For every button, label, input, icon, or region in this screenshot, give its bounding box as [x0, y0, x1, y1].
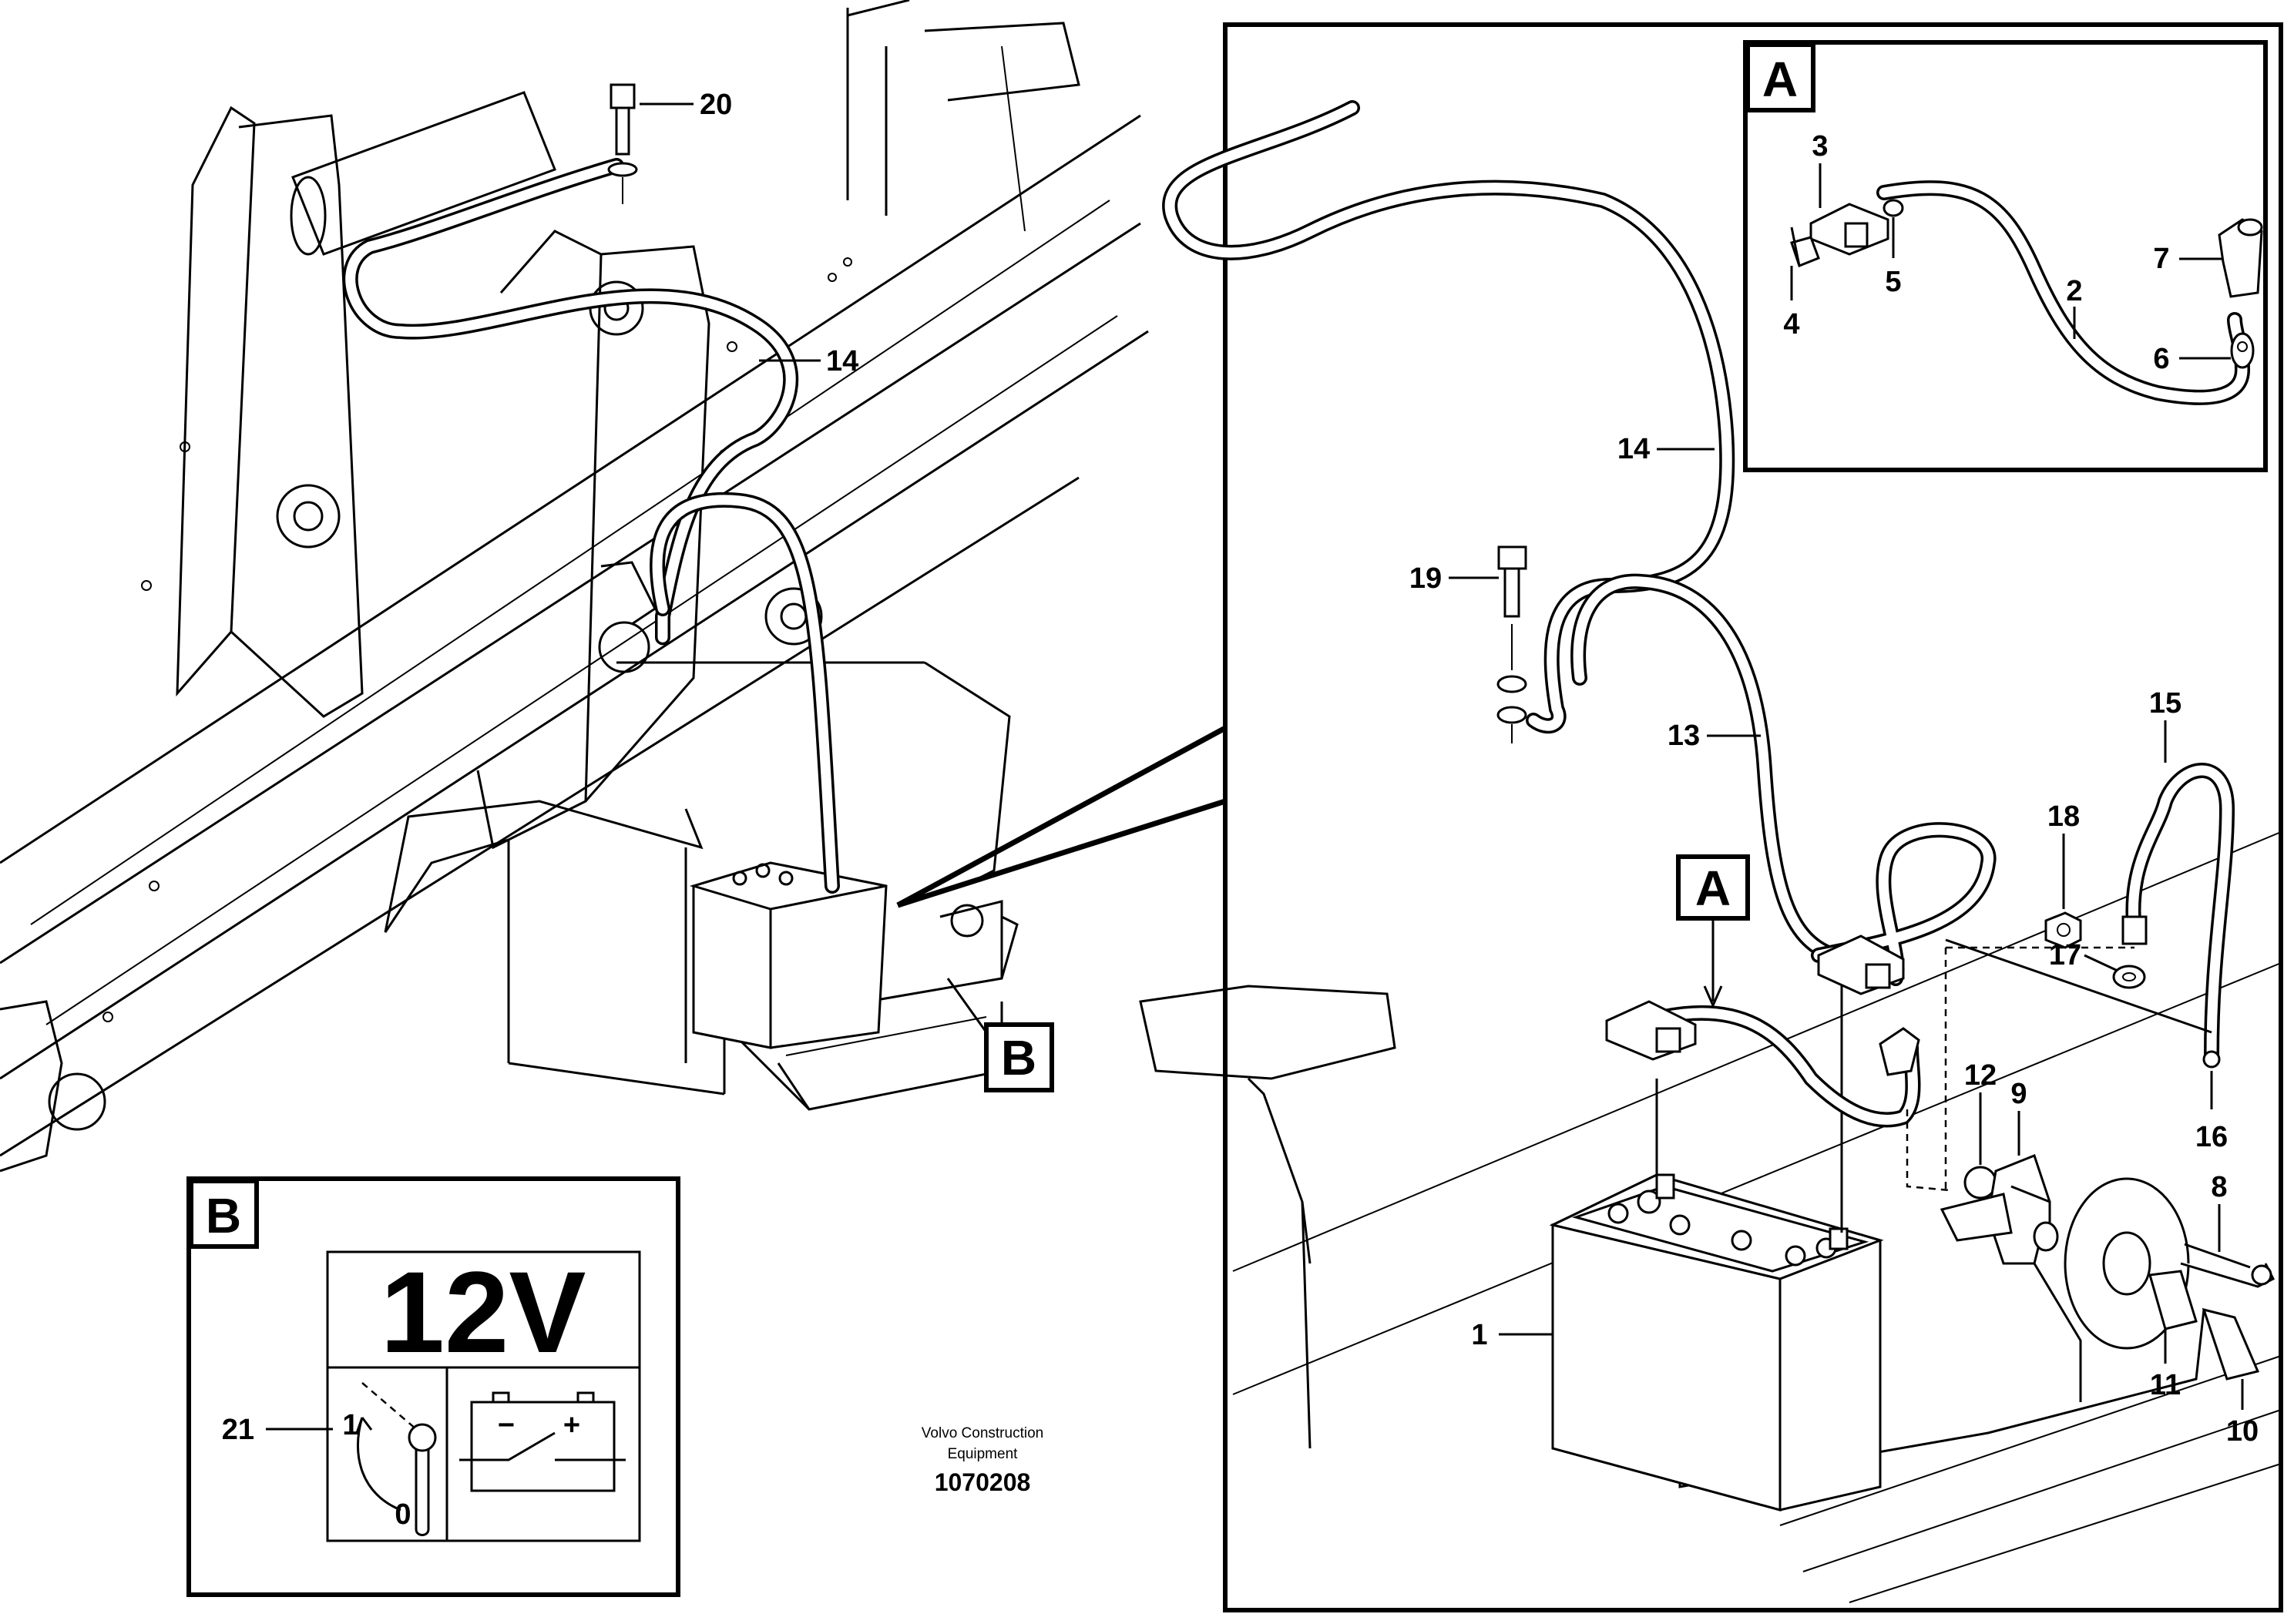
- detail-a-inset-label: A: [1762, 52, 1798, 107]
- brand-line-2: Equipment: [948, 1446, 1019, 1462]
- detail-a-inset: A 3 4 5 2 7: [1743, 40, 2268, 472]
- callout-17-label: 17: [2049, 939, 2081, 971]
- voltage-decal: 12V 1 0 − +: [326, 1247, 641, 1542]
- callout-8-label: 8: [2211, 1171, 2227, 1203]
- battery-disconnect-icon: − +: [459, 1391, 626, 1492]
- detail-frame: [1223, 22, 2283, 1612]
- cable-14-overview: [342, 83, 840, 894]
- brand-line-1: Volvo Construction: [922, 1425, 1043, 1441]
- callout-14-right: 14: [1617, 433, 1715, 465]
- zoom-line-lower: [896, 798, 1227, 908]
- callout-13-label: 13: [1668, 720, 1700, 752]
- document-number: 1070208: [935, 1468, 1031, 1496]
- callout-2: 2: [2066, 275, 2083, 339]
- callout-3-label: 3: [1812, 130, 1828, 163]
- plus-label: +: [563, 1409, 580, 1441]
- detail-a-pointer: A: [1676, 854, 1750, 1008]
- callout-21: 21: [222, 1414, 333, 1446]
- callout-1: 1: [1471, 1319, 1553, 1351]
- callout-18-label: 18: [2047, 800, 2080, 833]
- minus-label: −: [498, 1409, 515, 1441]
- callout-16-label: 16: [2195, 1121, 2228, 1153]
- callout-20-label: 20: [700, 89, 732, 121]
- callout-1-label: 1: [1471, 1319, 1487, 1351]
- detail-b-inset: B 12V 1 0 − +: [186, 1176, 680, 1597]
- callout-7: 7: [2153, 243, 2223, 275]
- detail-a-pointer-label: A: [1695, 861, 1731, 916]
- callout-9: 9: [2010, 1078, 2027, 1156]
- callout-21-label: 21: [222, 1414, 254, 1446]
- callout-14-left-label: 14: [826, 345, 858, 377]
- callout-11: 11: [2150, 1329, 2181, 1401]
- detail-b-pointer-label: B: [1001, 1030, 1036, 1085]
- switch-off-label: 0: [395, 1498, 411, 1531]
- callout-2-label: 2: [2066, 275, 2082, 307]
- zoom-line-upper: [896, 725, 1227, 908]
- callout-14-left: 14: [759, 345, 858, 377]
- callout-12-label: 12: [1964, 1059, 1997, 1092]
- callout-4: 4: [1783, 266, 1800, 341]
- callout-13: 13: [1668, 720, 1761, 752]
- callout-20: 20: [640, 89, 732, 121]
- callout-6: 6: [2153, 343, 2231, 375]
- callout-12: 12: [1964, 1059, 1997, 1165]
- title-block: Volvo Construction Equipment 1070208: [922, 1425, 1043, 1496]
- battery: [1549, 971, 1884, 1512]
- callout-19: 19: [1409, 562, 1499, 595]
- callout-11-label: 11: [2150, 1369, 2181, 1401]
- callout-7-label: 7: [2153, 243, 2169, 275]
- callout-4-label: 4: [1783, 308, 1799, 341]
- switch-on-label: 1: [342, 1409, 358, 1441]
- callout-5: 5: [1885, 217, 1902, 298]
- callout-3: 3: [1812, 130, 1829, 208]
- machine-frame-overview: [0, 0, 1149, 1173]
- callout-15: 15: [2149, 687, 2181, 763]
- detail-b-inset-label: B: [206, 1188, 241, 1243]
- callout-9-label: 9: [2010, 1078, 2027, 1110]
- callout-10: 10: [2226, 1379, 2259, 1448]
- callout-8: 8: [2211, 1171, 2228, 1252]
- callout-19-label: 19: [1409, 562, 1442, 595]
- callout-15-label: 15: [2149, 687, 2181, 720]
- callout-14-right-label: 14: [1617, 433, 1650, 465]
- callout-5-label: 5: [1885, 266, 1901, 298]
- callout-17: 17: [2049, 939, 2118, 972]
- voltage-label: 12V: [381, 1247, 586, 1377]
- battery-overview: [689, 861, 888, 1049]
- cable-14-detail: [1162, 100, 1997, 1128]
- master-switch-assembly: [1906, 911, 2276, 1381]
- callout-16: 16: [2195, 1071, 2228, 1153]
- callout-18: 18: [2047, 800, 2080, 909]
- callout-10-label: 10: [2226, 1415, 2259, 1448]
- detail-b-pointer: B: [946, 978, 1054, 1092]
- battery-switch-icon: 1 0: [342, 1382, 437, 1536]
- cable-15-detail: [2121, 763, 2235, 1069]
- callout-6-label: 6: [2153, 343, 2169, 375]
